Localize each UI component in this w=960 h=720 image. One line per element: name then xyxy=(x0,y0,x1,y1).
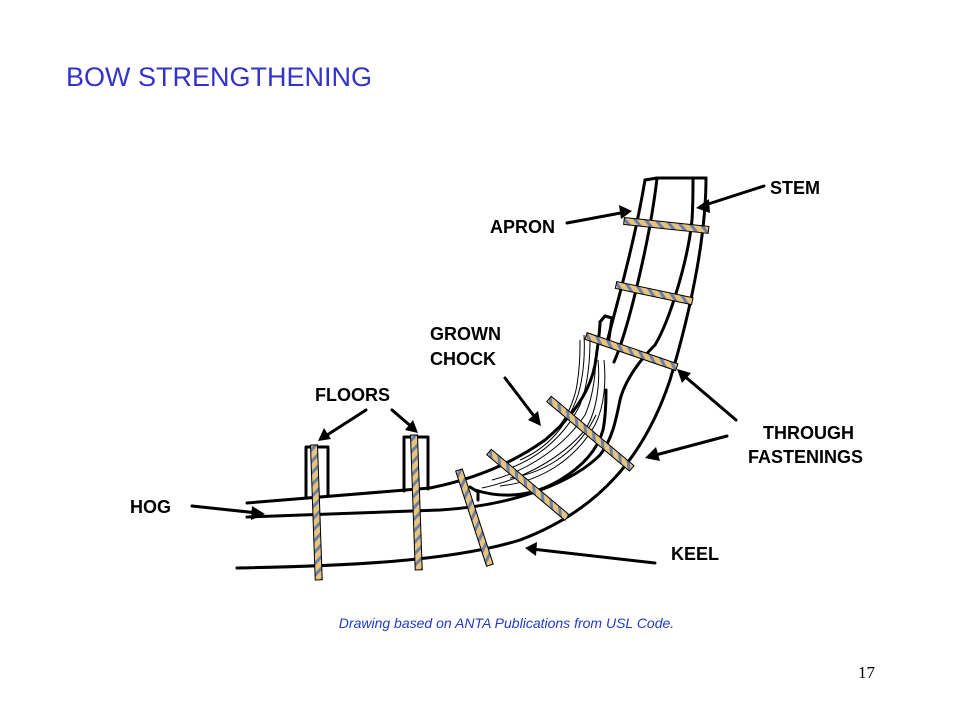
stem-inner-edge xyxy=(612,176,659,364)
apron-top xyxy=(643,176,659,182)
hog-step xyxy=(468,485,480,502)
arrow-floor-1 xyxy=(322,408,368,439)
label-grown-chock-line1: GROWN xyxy=(430,324,501,344)
fastening xyxy=(309,444,323,581)
arrow-through-2 xyxy=(650,434,729,458)
label-apron: APRON xyxy=(490,217,556,237)
arrowhead xyxy=(528,411,541,426)
label-through-fastenings-line1: THROUGH xyxy=(763,423,854,443)
arrowhead xyxy=(696,199,710,213)
fastening xyxy=(584,332,679,372)
arrow-keel xyxy=(530,547,657,565)
fastening xyxy=(546,395,635,472)
label-floors: FLOORS xyxy=(315,385,390,405)
grown-chock-tip xyxy=(598,314,614,347)
label-keel: KEEL xyxy=(671,544,720,564)
stem-outer-edge xyxy=(235,176,708,570)
fastening xyxy=(623,216,710,234)
arrow-stem xyxy=(700,184,766,208)
fastening xyxy=(455,468,494,567)
drawing-caption: Drawing based on ANTA Publications from … xyxy=(338,615,675,631)
through-fastenings xyxy=(309,216,710,581)
page-number: 17 xyxy=(858,663,875,682)
arrowhead xyxy=(525,542,537,556)
arrowhead xyxy=(677,369,691,383)
fastening xyxy=(409,434,423,571)
label-stem: STEM xyxy=(770,178,821,198)
label-grown-chock-line2: CHOCK xyxy=(430,349,496,369)
label-hog: HOG xyxy=(130,497,172,517)
arrow-hog xyxy=(190,504,260,515)
grown-chock-bottom xyxy=(473,388,608,497)
label-through-fastenings-line2: FASTENINGS xyxy=(748,447,864,467)
arrow-apron xyxy=(565,210,628,225)
arrowhead xyxy=(405,420,418,433)
page-title: BOW STRENGTHENING xyxy=(66,62,373,92)
arrowhead xyxy=(645,447,660,461)
fastening xyxy=(486,448,571,521)
arrowhead xyxy=(619,205,632,219)
arrowhead xyxy=(318,428,331,441)
fastening xyxy=(614,280,694,306)
arrow-grown-chock xyxy=(503,376,539,422)
arrow-through-1 xyxy=(680,372,738,422)
arrowhead xyxy=(251,506,265,520)
hog-top-edge xyxy=(245,320,602,505)
